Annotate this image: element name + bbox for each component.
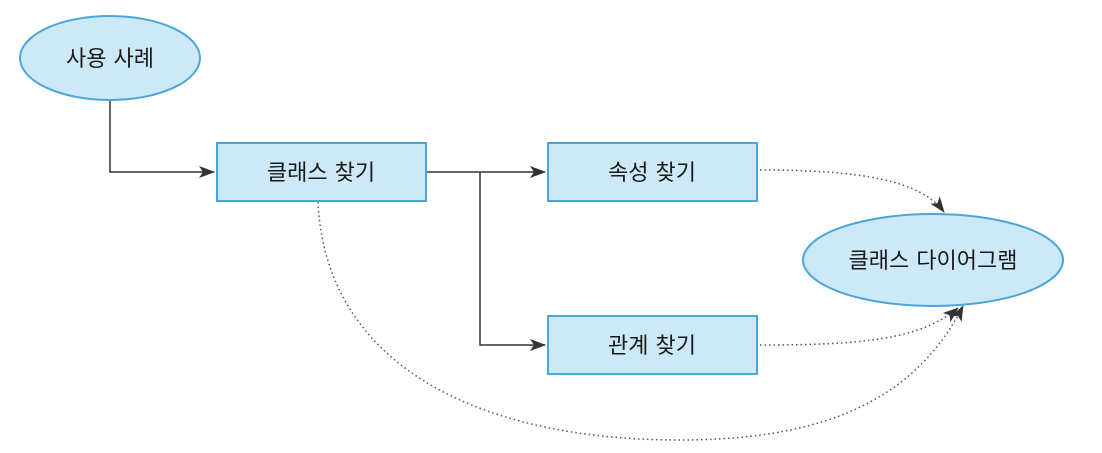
node-find-class-label: 클래스 찾기 [267, 161, 375, 186]
node-class-diagram: 클래스 다이어그램 [802, 213, 1064, 307]
node-find-attribute-label: 속성 찾기 [608, 161, 696, 186]
node-class-diagram-label: 클래스 다이어그램 [849, 249, 1018, 274]
edge-find-relation-to-class-diagram [759, 307, 959, 346]
node-find-relation-label: 관계 찾기 [608, 334, 696, 359]
node-find-attribute: 속성 찾기 [547, 142, 758, 202]
node-use-case: 사용 사례 [19, 15, 201, 101]
edge-use-case-to-find-class [109, 100, 215, 178]
edge-find-class-to-find-relation [479, 172, 546, 351]
node-find-class: 클래스 찾기 [216, 142, 427, 202]
edge-find-attribute-to-class-diagram [759, 169, 945, 213]
node-use-case-label: 사용 사례 [66, 47, 154, 72]
node-find-relation: 관계 찾기 [547, 315, 758, 375]
